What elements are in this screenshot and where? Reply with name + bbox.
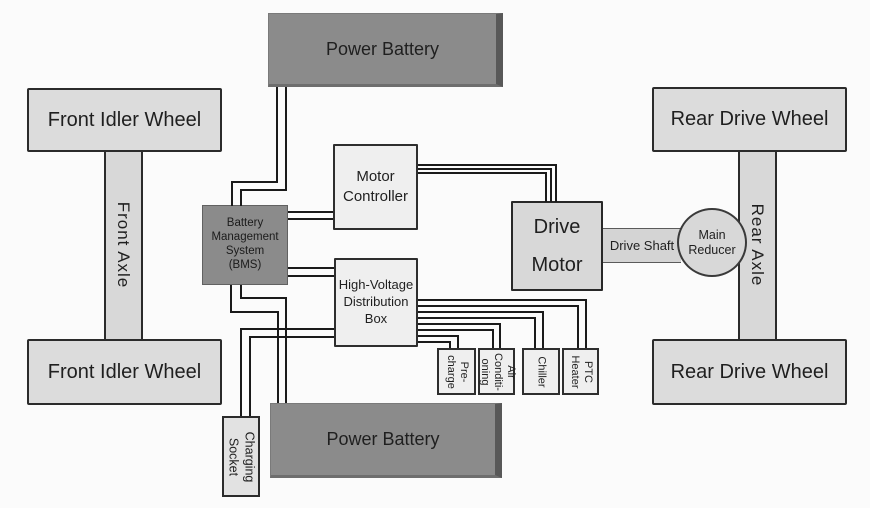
- air-conditioning-box: Air Conditi- oning: [477, 348, 517, 395]
- pre-charge-label: Pre- charge: [444, 354, 470, 389]
- rear-drive-wheel-top-box: Rear Drive Wheel: [652, 87, 847, 152]
- wire-bms-to-battery-bottom-1: [230, 285, 279, 403]
- front-idler-wheel-bottom-box: Front Idler Wheel: [27, 339, 222, 405]
- wire-battery-top-to-bms-1: [231, 87, 278, 206]
- wire-hvdb-to-air-conditioning-2: [418, 329, 494, 348]
- drive-shaft-label: Drive Shaft: [609, 238, 675, 253]
- front-axle-bar: [104, 150, 143, 341]
- wire-motor-controller-to-drive-motor-1: [418, 164, 557, 202]
- wire-motor-controller-to-drive-motor-2: [418, 168, 552, 202]
- main-reducer-label: Main Reducer: [688, 228, 736, 257]
- bms-box: Battery Management System (BMS): [202, 205, 288, 285]
- bms-label: Battery Management System (BMS): [211, 217, 279, 271]
- drive-shaft-bar: Drive Shaft: [603, 228, 681, 263]
- chiller-box: Chiller: [522, 348, 560, 395]
- rear-drive-wheel-top-label: Rear Drive Wheel: [670, 108, 829, 130]
- ptc-heater-label: PTC Heater: [568, 354, 594, 389]
- power-battery-top-box: Power Battery: [268, 13, 503, 87]
- power-battery-top-label: Power Battery: [325, 38, 440, 59]
- front-idler-wheel-bottom-label: Front Idler Wheel: [47, 360, 202, 383]
- power-battery-bottom-box: Power Battery: [270, 403, 502, 478]
- wire-hvdb-to-air-conditioning-1: [418, 323, 501, 348]
- wire-hvdb-to-chiller-1: [418, 311, 544, 348]
- wire-bms-to-battery-bottom-2: [240, 285, 287, 403]
- air-conditioning-label: Air Conditi- oning: [477, 352, 517, 391]
- chiller-label: Chiller: [535, 355, 548, 388]
- front-idler-wheel-top-label: Front Idler Wheel: [47, 108, 202, 131]
- hv-distribution-box-label: High-Voltage Distribution Box: [338, 277, 414, 326]
- rear-axle-label: Rear Axle: [748, 203, 767, 287]
- wire-motor-controller-to-drive-motor-3: [418, 172, 547, 202]
- rear-drive-wheel-bottom-label: Rear Drive Wheel: [670, 360, 829, 383]
- front-axle-label: Front Axle: [114, 201, 133, 289]
- motor-controller-box: Motor Controller: [333, 144, 418, 230]
- drive-motor-box: Drive Motor: [511, 201, 603, 291]
- drive-motor-label: Drive Motor: [531, 216, 583, 276]
- rear-drive-wheel-bottom-box: Rear Drive Wheel: [652, 339, 847, 405]
- wire-hvdb-to-ptc-heater-1: [418, 299, 587, 348]
- charging-socket-box: Charging Socket: [222, 416, 260, 497]
- wire-hvdb-to-chiller-2: [418, 317, 536, 348]
- motor-controller-label: Motor Controller: [342, 167, 409, 205]
- wire-hvdb-to-ptc-heater-2: [418, 305, 579, 348]
- ptc-heater-box: PTC Heater: [562, 348, 599, 395]
- wire-hvdb-to-pre-charge-1: [418, 335, 459, 348]
- front-idler-wheel-top-box: Front Idler Wheel: [27, 88, 222, 152]
- pre-charge-box: Pre- charge: [437, 348, 476, 395]
- power-battery-bottom-label: Power Battery: [326, 429, 440, 449]
- hv-distribution-box: High-Voltage Distribution Box: [334, 258, 418, 347]
- charging-socket-label: Charging Socket: [227, 431, 257, 482]
- main-reducer-circle: Main Reducer: [677, 208, 747, 277]
- wire-battery-top-to-bms-2: [240, 87, 287, 206]
